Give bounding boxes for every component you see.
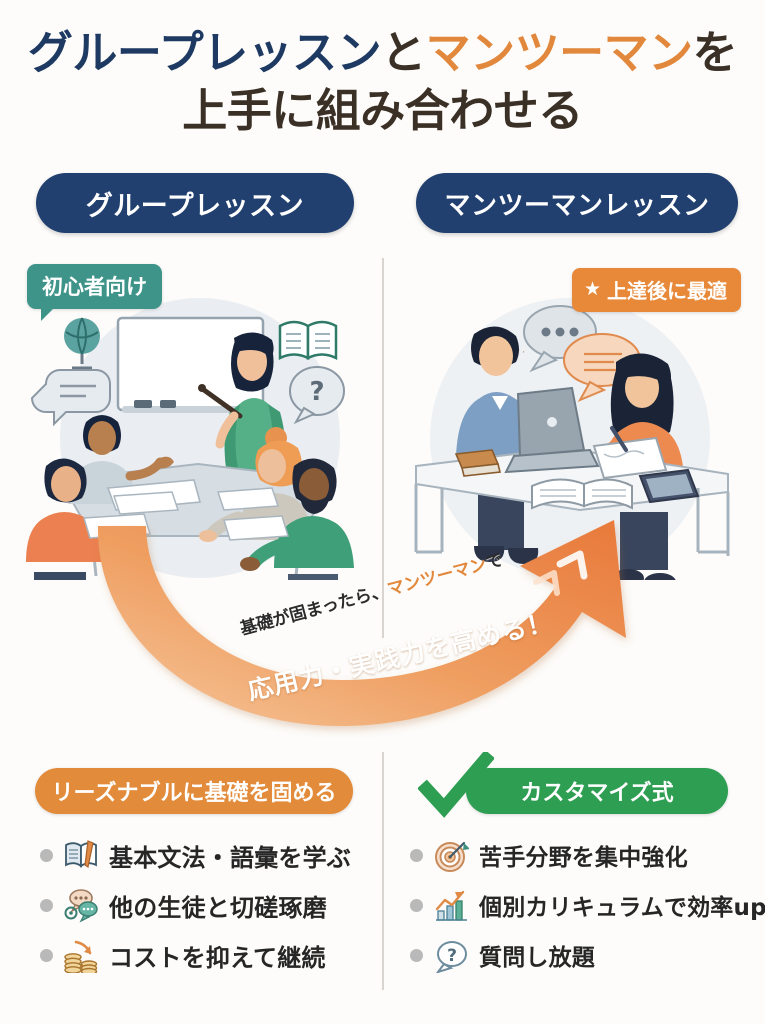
star-icon: ★	[583, 278, 601, 300]
bullet-dot	[40, 848, 53, 862]
group-lesson-feature-list: 基本文法・語彙を学ぶ 他の生徒と切磋琢磨	[40, 830, 370, 980]
page-title: グループレッスンとマンツーマンを 上手に組み合わせる	[0, 24, 765, 139]
list-item: 基本文法・語彙を学ぶ	[40, 830, 370, 880]
list-item-label: 個別カリキュラムで効率up	[479, 895, 765, 921]
bullet-dot	[40, 948, 53, 962]
chat-bubbles-gear-icon	[64, 889, 98, 923]
advanced-badge: ★ 上達後に最適	[571, 268, 741, 312]
coins-arrow-down-icon	[64, 940, 98, 973]
bullet-dot	[410, 848, 423, 862]
bullet-dot	[410, 948, 423, 962]
list-item-label: 質問し放題	[479, 945, 595, 971]
group-lesson-illustration: ?	[26, 298, 354, 580]
list-item: 苦手分野を集中強化	[410, 830, 755, 880]
advanced-badge-label: 上達後に最適	[607, 279, 727, 303]
column-divider-top	[382, 258, 384, 638]
target-dart-icon	[435, 841, 469, 872]
list-item: 個別カリキュラムで効率up	[410, 880, 765, 930]
title-line-1: グループレッスンとマンツーマンを	[0, 24, 765, 82]
svg-text:?: ?	[309, 377, 324, 407]
one-on-one-benefit-pill: カスタマイズ式	[466, 768, 728, 814]
one-on-one-feature-list: 苦手分野を集中強化 個別カリキュラムで効率up ? 質問し放題	[410, 830, 765, 980]
growth-chart-icon	[435, 890, 467, 921]
open-book-pen-icon	[65, 840, 97, 868]
title-conjunction-text: と	[381, 26, 426, 79]
progression-arrow: 基礎が固まったら、マンツーマンで 応用力・実践力を高める！	[90, 520, 690, 755]
question-bubble-icon: ?	[436, 941, 467, 973]
one-on-one-illustration	[414, 298, 730, 580]
column-divider-bottom	[382, 752, 384, 990]
bullet-dot	[40, 898, 53, 912]
title-line-2: 上手に組み合わせる	[182, 83, 583, 137]
one-on-one-header-pill: マンツーマンレッスン	[416, 173, 738, 233]
beginner-badge: 初心者向け	[27, 264, 162, 321]
title-particle-text: を	[692, 26, 738, 79]
list-item: ? 質問し放題	[410, 930, 755, 980]
list-item-label: 苦手分野を集中強化	[479, 845, 688, 871]
list-item-label: 基本文法・語彙を学ぶ	[109, 843, 351, 872]
check-icon	[418, 752, 494, 818]
title-group-lesson-text: グループレッスン	[27, 26, 382, 79]
group-lesson-benefit-pill: リーズナブルに基礎を固める	[35, 768, 353, 814]
list-item-label: 他の生徒と切磋琢磨	[109, 893, 327, 922]
list-item: コストを抑えて継続	[40, 930, 370, 980]
bullet-dot	[410, 898, 423, 912]
list-item: 他の生徒と切磋琢磨	[40, 880, 370, 930]
svg-text:?: ?	[447, 946, 457, 966]
group-lesson-header-pill: グループレッスン	[36, 173, 354, 233]
title-one-on-one-text: マンツーマン	[425, 26, 694, 79]
list-item-label: コストを抑えて継続	[109, 943, 326, 972]
